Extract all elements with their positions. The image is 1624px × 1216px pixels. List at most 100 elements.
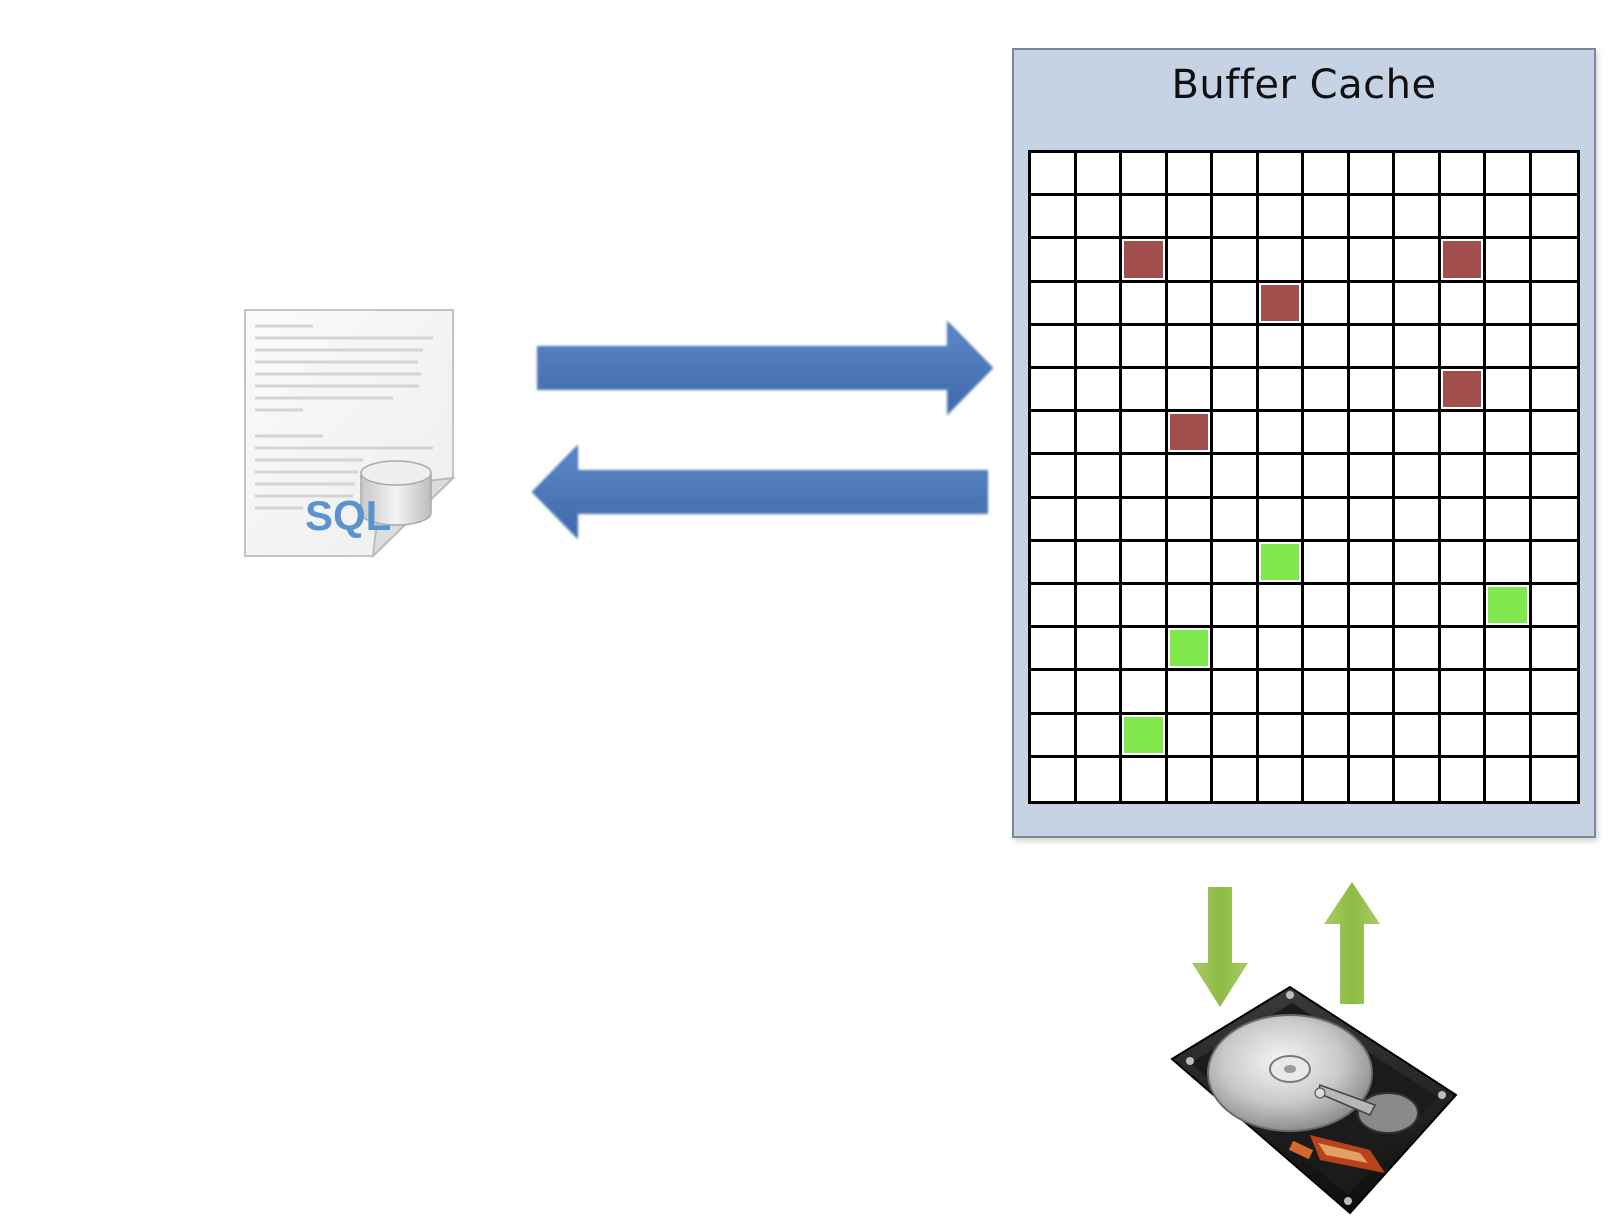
buffer-cell <box>1167 369 1213 413</box>
buffer-cell <box>1076 714 1122 758</box>
buffer-cell <box>1304 412 1350 456</box>
sql-file-icon: SQL <box>244 309 455 558</box>
hard-drive-icon <box>1170 985 1458 1215</box>
buffer-cell <box>1031 628 1077 672</box>
buffer-cell <box>1440 585 1486 629</box>
buffer-cell <box>1349 412 1395 456</box>
buffer-cell <box>1167 282 1213 326</box>
buffer-cell <box>1122 628 1168 672</box>
buffer-cell <box>1440 628 1486 672</box>
buffer-cell <box>1167 455 1213 499</box>
buffer-cell <box>1440 671 1486 715</box>
buffer-cell <box>1258 498 1304 542</box>
buffer-cell-clean <box>1167 628 1213 672</box>
buffer-cell <box>1213 196 1259 240</box>
buffer-cell <box>1076 196 1122 240</box>
buffer-cell <box>1349 282 1395 326</box>
buffer-cell <box>1031 757 1077 801</box>
buffer-cell <box>1076 369 1122 413</box>
buffer-cell <box>1258 628 1304 672</box>
buffer-cell <box>1122 196 1168 240</box>
buffer-cell <box>1395 455 1441 499</box>
buffer-cell <box>1486 325 1532 369</box>
buffer-cell <box>1304 369 1350 413</box>
buffer-cell <box>1122 325 1168 369</box>
buffer-cell <box>1531 585 1577 629</box>
buffer-cell <box>1031 153 1077 197</box>
buffer-cell <box>1304 153 1350 197</box>
buffer-cell <box>1031 196 1077 240</box>
buffer-cell <box>1122 369 1168 413</box>
clean-page <box>1260 543 1299 580</box>
buffer-cell <box>1258 239 1304 283</box>
buffer-cell <box>1395 282 1441 326</box>
buffer-cell <box>1395 671 1441 715</box>
buffer-cell-dirty <box>1440 369 1486 413</box>
buffer-cell <box>1440 153 1486 197</box>
buffer-cell <box>1258 585 1304 629</box>
buffer-cell <box>1213 325 1259 369</box>
buffer-cell <box>1531 239 1577 283</box>
buffer-cell <box>1395 628 1441 672</box>
buffer-cell <box>1486 671 1532 715</box>
buffer-cell <box>1076 239 1122 283</box>
buffer-cell <box>1349 585 1395 629</box>
buffer-cell <box>1304 455 1350 499</box>
buffer-cell <box>1213 455 1259 499</box>
buffer-cell <box>1213 757 1259 801</box>
buffer-cell <box>1031 714 1077 758</box>
buffer-cell <box>1076 585 1122 629</box>
buffer-cell <box>1076 541 1122 585</box>
buffer-cell-dirty <box>1258 282 1304 326</box>
buffer-cell <box>1213 498 1259 542</box>
buffer-cell <box>1167 671 1213 715</box>
buffer-cell <box>1486 153 1532 197</box>
buffer-cell <box>1486 369 1532 413</box>
buffer-cell <box>1258 714 1304 758</box>
buffer-cell <box>1304 541 1350 585</box>
buffer-cell <box>1486 628 1532 672</box>
buffer-cell <box>1486 757 1532 801</box>
buffer-cell <box>1031 282 1077 326</box>
buffer-cell <box>1395 412 1441 456</box>
arrow-right-icon <box>537 320 994 416</box>
buffer-cell <box>1031 239 1077 283</box>
arrow-down-icon <box>1192 887 1248 1007</box>
buffer-cell <box>1167 153 1213 197</box>
buffer-cell <box>1349 196 1395 240</box>
buffer-cell <box>1486 541 1532 585</box>
buffer-cache-panel: Buffer Cache <box>1012 48 1596 838</box>
sql-label: SQL <box>305 492 391 539</box>
buffer-cell <box>1031 369 1077 413</box>
buffer-cell <box>1304 325 1350 369</box>
buffer-cell <box>1349 325 1395 369</box>
buffer-cell <box>1031 541 1077 585</box>
buffer-cell <box>1531 671 1577 715</box>
dirty-page <box>1442 241 1481 278</box>
buffer-cell <box>1486 239 1532 283</box>
buffer-cell <box>1304 628 1350 672</box>
buffer-cell <box>1440 325 1486 369</box>
buffer-cell <box>1349 153 1395 197</box>
buffer-cell <box>1076 282 1122 326</box>
buffer-cell <box>1258 671 1304 715</box>
buffer-cell <box>1486 498 1532 542</box>
buffer-cell <box>1349 541 1395 585</box>
buffer-cell <box>1076 498 1122 542</box>
dirty-page <box>1260 284 1299 321</box>
buffer-cell <box>1031 585 1077 629</box>
dirty-page <box>1124 241 1163 278</box>
buffer-cell <box>1213 541 1259 585</box>
buffer-cell <box>1213 153 1259 197</box>
buffer-cell <box>1167 585 1213 629</box>
buffer-cell <box>1304 196 1350 240</box>
buffer-cell <box>1441 757 1486 801</box>
buffer-cell-dirty <box>1440 239 1486 283</box>
buffer-cell <box>1122 757 1168 801</box>
clean-page <box>1169 630 1208 667</box>
buffer-cell <box>1213 369 1259 413</box>
buffer-cell <box>1531 283 1577 326</box>
buffer-cell <box>1167 196 1213 240</box>
buffer-cell <box>1122 282 1168 326</box>
